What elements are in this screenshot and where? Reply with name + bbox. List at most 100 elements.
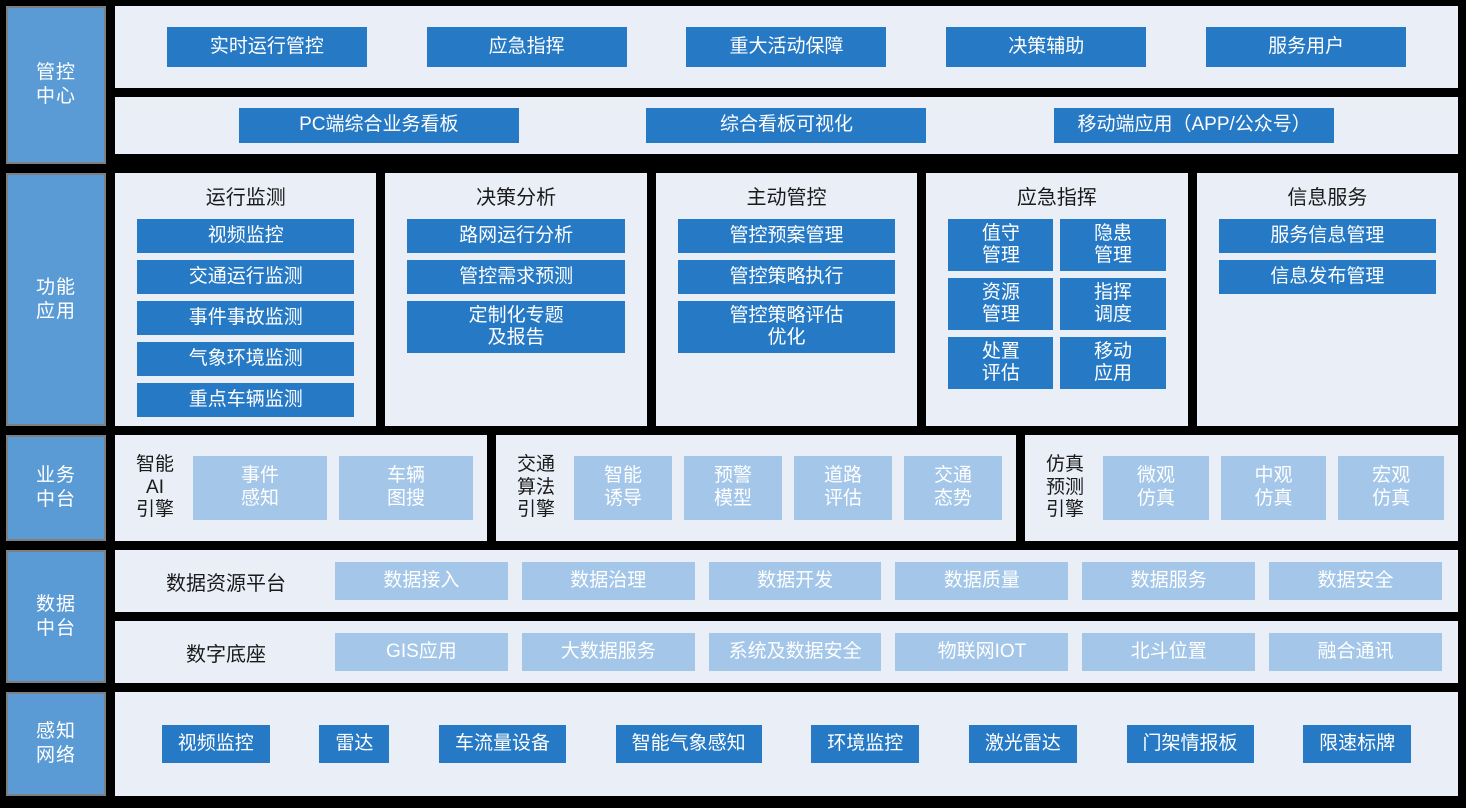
function-apps-body: 运行监测 视频监控 交通运行监测 事件事故监测 气象环境监测 重点车辆监测 决策… bbox=[115, 173, 1459, 426]
function-column-title: 信息服务 bbox=[1287, 187, 1368, 209]
function-item[interactable]: 事件事故监测 bbox=[137, 301, 355, 335]
control-center-channel[interactable]: 综合看板可视化 bbox=[646, 108, 927, 143]
engine-capability[interactable]: 智能 诱导 bbox=[574, 456, 672, 520]
foundation-capability[interactable]: GIS应用 bbox=[335, 633, 508, 671]
data-capability[interactable]: 数据服务 bbox=[1082, 562, 1256, 600]
function-item[interactable]: 隐患 管理 bbox=[1060, 219, 1166, 271]
function-item[interactable]: 管控需求预测 bbox=[407, 260, 625, 294]
function-column-items: 管控预案管理 管控策略执行 管控策略评估 优化 bbox=[677, 219, 896, 353]
function-item[interactable]: 信息发布管理 bbox=[1218, 260, 1437, 294]
layer-control-center: 管控 中心 实时运行管控 应急指挥 重大活动保障 决策辅助 服务用户 PC端综合… bbox=[6, 6, 1458, 164]
data-capability[interactable]: 数据质量 bbox=[895, 562, 1069, 600]
sensing-device[interactable]: 激光雷达 bbox=[968, 725, 1077, 763]
layer-label-sensing-network: 感知 网络 bbox=[6, 692, 106, 796]
data-row-title: 数字底座 bbox=[186, 643, 266, 666]
function-item[interactable]: 指挥 调度 bbox=[1060, 278, 1166, 330]
sensing-device[interactable]: 智能气象感知 bbox=[615, 725, 762, 763]
data-capability[interactable]: 数据安全 bbox=[1269, 562, 1442, 600]
digital-foundation-row: 数字底座 GIS应用 大数据服务 系统及数据安全 物联网IOT 北斗位置 融合通… bbox=[115, 621, 1458, 683]
engine-capability[interactable]: 微观 仿真 bbox=[1103, 456, 1209, 520]
engine-capability[interactable]: 预警 模型 bbox=[684, 456, 782, 520]
data-capability[interactable]: 数据治理 bbox=[521, 562, 695, 600]
sensing-device[interactable]: 环境监控 bbox=[811, 725, 920, 763]
function-item[interactable]: 路网运行分析 bbox=[407, 219, 625, 253]
layer-label-business-platform: 业务 中台 bbox=[6, 435, 106, 541]
engine-group-ai: 智能 AI 引擎 事件 感知 车辆 图搜 bbox=[115, 435, 487, 541]
engine-capability[interactable]: 事件 感知 bbox=[193, 456, 327, 520]
layer-business-platform: 业务 中台 智能 AI 引擎 事件 感知 车辆 图搜 交通 算法 引擎 智能 诱… bbox=[6, 435, 1458, 541]
sensing-network-body: 视频监控 雷达 车流量设备 智能气象感知 环境监控 激光雷达 门架情报板 限速标… bbox=[115, 692, 1458, 796]
function-column-title: 运行监测 bbox=[205, 187, 286, 209]
function-column-emergency-command: 应急指挥 值守 管理 隐患 管理 资源 管理 指挥 调度 处置 评估 移动 应用 bbox=[926, 173, 1188, 426]
engine-capability[interactable]: 车辆 图搜 bbox=[339, 456, 473, 520]
layer-function-apps: 功能 应用 运行监测 视频监控 交通运行监测 事件事故监测 气象环境监测 重点车… bbox=[6, 173, 1459, 426]
function-column-items: 服务信息管理 信息发布管理 bbox=[1218, 219, 1437, 294]
function-column-decision-analysis: 决策分析 路网运行分析 管控需求预测 定制化专题 及报告 bbox=[385, 173, 647, 426]
function-item[interactable]: 服务信息管理 bbox=[1218, 219, 1437, 253]
engine-group-traffic-algorithm: 交通 算法 引擎 智能 诱导 预警 模型 道路 评估 交通 态势 bbox=[496, 435, 1016, 541]
function-item[interactable]: 交通运行监测 bbox=[137, 260, 355, 294]
engine-capability[interactable]: 道路 评估 bbox=[794, 456, 892, 520]
function-column-title: 主动管控 bbox=[746, 187, 827, 209]
function-column-title: 决策分析 bbox=[476, 187, 557, 209]
control-center-item[interactable]: 决策辅助 bbox=[946, 27, 1147, 67]
sensing-device[interactable]: 限速标牌 bbox=[1303, 725, 1412, 763]
layer-label-control-center: 管控 中心 bbox=[6, 6, 106, 164]
control-center-channel[interactable]: PC端综合业务看板 bbox=[238, 108, 519, 143]
function-item[interactable]: 处置 评估 bbox=[948, 337, 1054, 389]
control-center-item[interactable]: 服务用户 bbox=[1206, 27, 1407, 67]
function-item[interactable]: 移动 应用 bbox=[1060, 337, 1166, 389]
function-item[interactable]: 值守 管理 bbox=[948, 219, 1054, 271]
foundation-capability[interactable]: 融合通讯 bbox=[1269, 633, 1442, 671]
sensing-device[interactable]: 车流量设备 bbox=[439, 725, 567, 763]
engine-label-ai: 智能 AI 引擎 bbox=[135, 453, 174, 521]
control-center-row-1: 实时运行管控 应急指挥 重大活动保障 决策辅助 服务用户 bbox=[115, 6, 1458, 88]
foundation-capability[interactable]: 系统及数据安全 bbox=[708, 633, 882, 671]
data-resource-platform-row: 数据资源平台 数据接入 数据治理 数据开发 数据质量 数据服务 数据安全 bbox=[115, 550, 1458, 612]
business-platform-groups: 智能 AI 引擎 事件 感知 车辆 图搜 交通 算法 引擎 智能 诱导 预警 模… bbox=[115, 435, 1458, 541]
function-item[interactable]: 管控策略评估 优化 bbox=[677, 301, 896, 353]
function-item[interactable]: 定制化专题 及报告 bbox=[407, 301, 625, 353]
data-row-title: 数据资源平台 bbox=[166, 572, 286, 595]
function-column-items: 值守 管理 隐患 管理 资源 管理 指挥 调度 处置 评估 移动 应用 bbox=[948, 219, 1166, 389]
function-column-information-service: 信息服务 服务信息管理 信息发布管理 bbox=[1196, 173, 1459, 426]
data-capability[interactable]: 数据接入 bbox=[335, 562, 508, 600]
control-center-item[interactable]: 应急指挥 bbox=[426, 27, 627, 67]
engine-label-traffic-algorithm: 交通 算法 引擎 bbox=[516, 453, 555, 521]
sensing-device-row: 视频监控 雷达 车流量设备 智能气象感知 环境监控 激光雷达 门架情报板 限速标… bbox=[115, 692, 1458, 796]
engine-capability[interactable]: 中观 仿真 bbox=[1220, 456, 1327, 520]
sensing-device[interactable]: 门架情报板 bbox=[1126, 725, 1254, 763]
function-column-items: 视频监控 交通运行监测 事件事故监测 气象环境监测 重点车辆监测 bbox=[137, 219, 355, 417]
layer-sensing-network: 感知 网络 视频监控 雷达 车流量设备 智能气象感知 环境监控 激光雷达 门架情… bbox=[6, 692, 1458, 796]
sensing-device[interactable]: 雷达 bbox=[319, 725, 390, 763]
function-item[interactable]: 重点车辆监测 bbox=[137, 383, 355, 417]
function-column-monitoring: 运行监测 视频监控 交通运行监测 事件事故监测 气象环境监测 重点车辆监测 bbox=[115, 173, 377, 426]
data-capability[interactable]: 数据开发 bbox=[708, 562, 882, 600]
function-item[interactable]: 资源 管理 bbox=[948, 278, 1054, 330]
engine-label-simulation: 仿真 预测 引擎 bbox=[1045, 453, 1084, 521]
control-center-row-2: PC端综合业务看板 综合看板可视化 移动端应用（APP/公众号） bbox=[115, 97, 1458, 154]
engine-capability[interactable]: 交通 态势 bbox=[904, 456, 1002, 520]
engine-group-simulation: 仿真 预测 引擎 微观 仿真 中观 仿真 宏观 仿真 bbox=[1025, 435, 1458, 541]
function-item[interactable]: 气象环境监测 bbox=[137, 342, 355, 376]
function-apps-columns: 运行监测 视频监控 交通运行监测 事件事故监测 气象环境监测 重点车辆监测 决策… bbox=[115, 173, 1459, 426]
control-center-body: 实时运行管控 应急指挥 重大活动保障 决策辅助 服务用户 PC端综合业务看板 综… bbox=[115, 6, 1458, 164]
function-column-items: 路网运行分析 管控需求预测 定制化专题 及报告 bbox=[407, 219, 625, 353]
function-item[interactable]: 视频监控 bbox=[137, 219, 355, 253]
function-column-active-control: 主动管控 管控预案管理 管控策略执行 管控策略评估 优化 bbox=[655, 173, 918, 426]
function-column-title: 应急指挥 bbox=[1016, 187, 1097, 209]
foundation-capability[interactable]: 北斗位置 bbox=[1082, 633, 1256, 671]
foundation-capability[interactable]: 物联网IOT bbox=[895, 633, 1069, 671]
control-center-item[interactable]: 重大活动保障 bbox=[686, 27, 887, 67]
engine-capability[interactable]: 宏观 仿真 bbox=[1338, 456, 1445, 520]
layer-label-function-apps: 功能 应用 bbox=[6, 173, 106, 426]
foundation-capability[interactable]: 大数据服务 bbox=[521, 633, 695, 671]
sensing-device[interactable]: 视频监控 bbox=[161, 725, 270, 763]
layer-data-platform: 数据 中台 数据资源平台 数据接入 数据治理 数据开发 数据质量 数据服务 数据… bbox=[6, 550, 1458, 683]
data-platform-body: 数据资源平台 数据接入 数据治理 数据开发 数据质量 数据服务 数据安全 数字底… bbox=[115, 550, 1458, 683]
function-item[interactable]: 管控策略执行 bbox=[677, 260, 896, 294]
control-center-channel[interactable]: 移动端应用（APP/公众号） bbox=[1054, 108, 1335, 143]
control-center-item[interactable]: 实时运行管控 bbox=[166, 27, 367, 67]
function-item[interactable]: 管控预案管理 bbox=[677, 219, 896, 253]
